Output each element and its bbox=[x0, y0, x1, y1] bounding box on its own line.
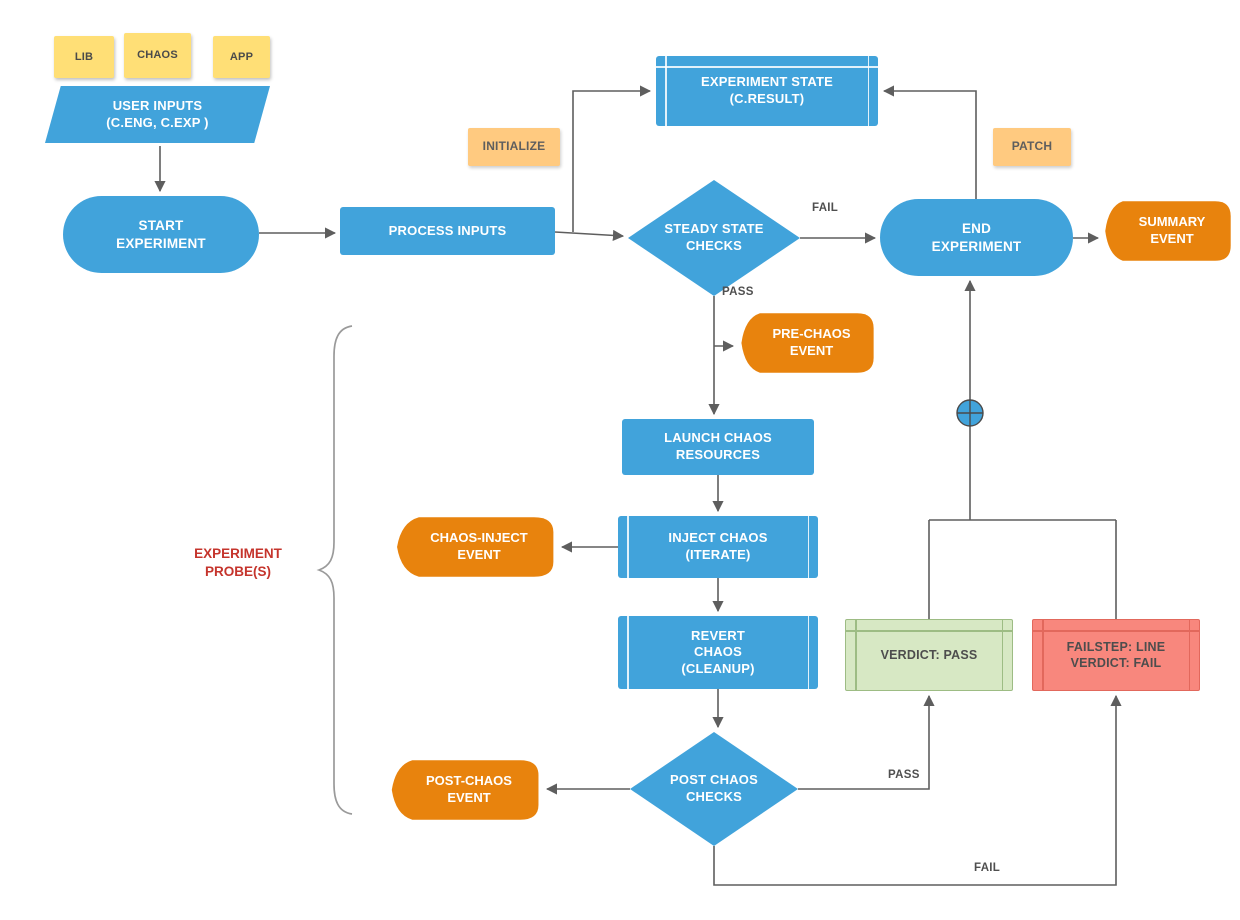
node-label-line: USER INPUTS bbox=[112, 97, 203, 113]
inner-left-line bbox=[1042, 620, 1044, 690]
annotation-line: PROBE(S) bbox=[204, 564, 271, 580]
summary-event-node: SUMMARY EVENT bbox=[1102, 200, 1232, 262]
edge-label-pass-bottom: PASS bbox=[888, 769, 920, 781]
node-label-line: RESOURCES bbox=[675, 447, 761, 462]
node-label-line: REVERT bbox=[691, 627, 745, 643]
node-label-line: (CLEANUP) bbox=[681, 660, 755, 676]
event-shape bbox=[741, 313, 874, 373]
inner-left-line bbox=[627, 516, 629, 578]
inner-right-line bbox=[807, 616, 809, 689]
node-label-line: CHECKS bbox=[685, 238, 743, 253]
node-end-experiment: END EXPERIMENT bbox=[880, 199, 1073, 276]
sticky-note-app: APP bbox=[213, 36, 270, 78]
chaos-inject-event-node: CHAOS-INJECT EVENT bbox=[393, 516, 555, 578]
inner-right-line bbox=[807, 516, 809, 578]
node-label-line: EXPERIMENT bbox=[931, 238, 1022, 254]
probe-scope-brace bbox=[316, 325, 353, 815]
event-label-line: CHAOS-INJECT bbox=[430, 530, 528, 546]
edge-label-pass-top: PASS bbox=[722, 286, 754, 298]
inner-right-line bbox=[1188, 620, 1190, 690]
post-chaos-event-node: POST-CHAOS EVENT bbox=[388, 759, 540, 821]
node-start-experiment: START EXPERIMENT bbox=[63, 196, 259, 273]
event-label: POST-CHAOS EVENT bbox=[388, 759, 540, 821]
node-user-inputs: USER INPUTS (C.ENG, C.EXP ) bbox=[45, 86, 270, 143]
node-label-line: CHECKS bbox=[685, 789, 743, 804]
node-label-line: (C.ENG, C.EXP ) bbox=[106, 114, 209, 130]
sticky-note-lib: LIB bbox=[54, 36, 114, 78]
event-label-line: EVENT bbox=[789, 343, 834, 358]
edge-label-initialize: INITIALIZE bbox=[468, 128, 560, 166]
sticky-note-chaos: CHAOS bbox=[124, 33, 191, 78]
edge-label-fail-bottom: FAIL bbox=[974, 862, 1001, 874]
event-label-line: EVENT bbox=[1150, 231, 1194, 246]
inner-right-line bbox=[867, 56, 869, 126]
node-verdict-pass: VERDICT: PASS bbox=[845, 619, 1013, 691]
node-label-line: VERDICT: FAIL bbox=[1070, 656, 1162, 670]
event-shape bbox=[397, 517, 554, 577]
pre-chaos-event-node: PRE-CHAOS EVENT bbox=[738, 312, 875, 374]
inner-top-line bbox=[846, 630, 1012, 632]
node-label-line: START bbox=[138, 218, 184, 234]
event-label: SUMMARY EVENT bbox=[1102, 200, 1232, 262]
node-label-line: VERDICT: PASS bbox=[880, 648, 978, 662]
event-label-line: EVENT bbox=[457, 547, 501, 562]
event-label-line: EVENT bbox=[447, 790, 491, 805]
event-label-line: PRE-CHAOS bbox=[772, 326, 851, 342]
inner-right-line bbox=[1001, 620, 1003, 690]
event-label: PRE-CHAOS EVENT bbox=[738, 312, 875, 374]
node-label-line: (C.RESULT) bbox=[729, 91, 805, 106]
plus-junction-icon bbox=[956, 399, 984, 427]
node-label-line: EXPERIMENT STATE bbox=[700, 74, 833, 90]
inner-left-line bbox=[665, 56, 667, 126]
node-label-line: CHAOS bbox=[694, 644, 742, 660]
event-shape bbox=[391, 760, 539, 820]
event-label-line: POST-CHAOS bbox=[426, 773, 512, 789]
node-label-line: LAUNCH CHAOS bbox=[664, 430, 772, 446]
node-label-line: EXPERIMENT bbox=[116, 235, 206, 251]
node-verdict-fail: FAILSTEP: LINE VERDICT: FAIL bbox=[1032, 619, 1200, 691]
node-label-line: (ITERATE) bbox=[685, 547, 751, 562]
connector-wires bbox=[154, 85, 1122, 886]
annotation-line: EXPERIMENT bbox=[194, 546, 282, 561]
event-label: CHAOS-INJECT EVENT bbox=[393, 516, 555, 578]
event-label-line: SUMMARY bbox=[1138, 214, 1206, 230]
inner-top-line bbox=[1033, 630, 1199, 632]
node-process-inputs: PROCESS INPUTS bbox=[340, 207, 555, 255]
node-label-line: FAILSTEP: LINE bbox=[1066, 640, 1166, 654]
node-revert-chaos: REVERT CHAOS (CLEANUP) bbox=[618, 616, 818, 689]
inner-left-line bbox=[855, 620, 857, 690]
node-label-line: POST CHAOS bbox=[670, 772, 758, 788]
node-inject-chaos: INJECT CHAOS (ITERATE) bbox=[618, 516, 818, 578]
inner-left-line bbox=[627, 616, 629, 689]
node-label-line: INJECT CHAOS bbox=[668, 530, 768, 546]
node-label-line: END bbox=[961, 221, 992, 237]
event-shape bbox=[1105, 201, 1231, 261]
node-experiment-state: EXPERIMENT STATE (C.RESULT) bbox=[656, 56, 878, 126]
inner-top-line bbox=[656, 66, 878, 68]
node-launch-chaos-resources: LAUNCH CHAOS RESOURCES bbox=[622, 419, 814, 475]
edge-label-patch: PATCH bbox=[993, 128, 1071, 166]
node-label-line: STEADY STATE bbox=[664, 221, 764, 237]
experiment-probes-annotation: EXPERIMENT PROBE(S) bbox=[158, 545, 318, 581]
edge-label-fail-top: FAIL bbox=[812, 202, 839, 214]
